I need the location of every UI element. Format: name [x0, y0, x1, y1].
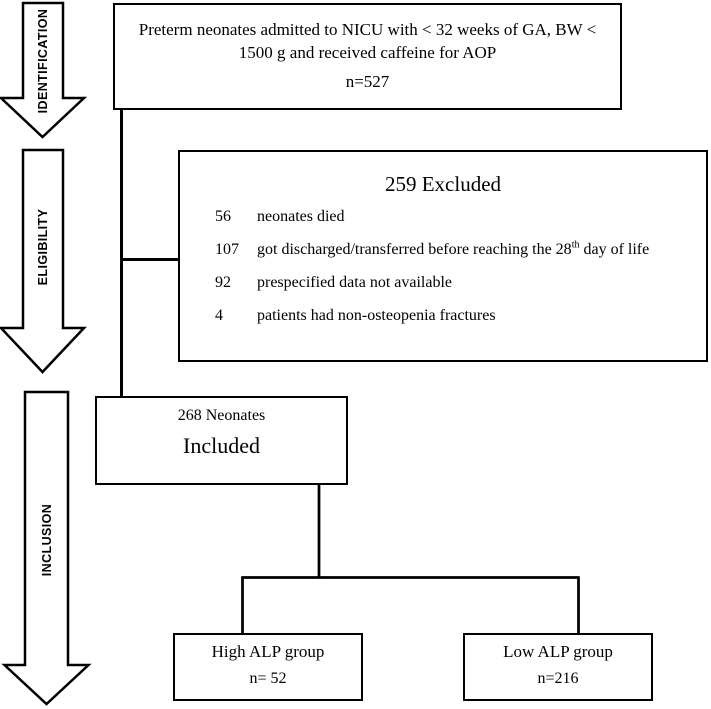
inclusion-stage-arrow-icon — [1, 390, 92, 706]
identification-text-line2: 1500 g and received caffeine for AOP — [238, 43, 497, 62]
excluded-item-text: prespecified data not available — [257, 274, 453, 291]
identification-stage-arrow-icon — [0, 1, 88, 139]
excluded-item-count: 56 — [215, 208, 231, 225]
identification-count: n=527 — [345, 72, 390, 91]
low-alp-group-count: n=216 — [537, 670, 579, 687]
low-alp-group-box: Low ALP group n=216 — [463, 633, 653, 701]
excluded-item-text: neonates died — [257, 208, 345, 225]
included-label: Included — [183, 433, 260, 458]
excluded-item-count: 107 — [215, 241, 239, 258]
excluded-items-list: 56 neonates died 107 got discharged/tran… — [215, 206, 700, 327]
excluded-item-count: 4 — [215, 307, 223, 324]
included-box: 268 Neonates Included — [95, 396, 348, 485]
excluded-title: 259 Excluded — [384, 172, 502, 196]
eligibility-stage-arrow-icon — [0, 148, 87, 374]
high-alp-group-title: High ALP group — [211, 642, 325, 661]
excluded-item-text: patients had non-osteopenia fractures — [257, 307, 496, 324]
included-count-text: 268 Neonates — [177, 407, 266, 424]
excluded-item-count: 92 — [215, 274, 231, 291]
high-alp-group-box: High ALP group n= 52 — [173, 633, 363, 701]
low-alp-group-title: Low ALP group — [503, 642, 613, 661]
excluded-box: 259 Excluded 56 neonates died 107 got di… — [178, 150, 708, 362]
identification-text-line1: Preterm neonates admitted to NICU with <… — [138, 20, 597, 39]
high-alp-group-count: n= 52 — [249, 670, 287, 687]
excluded-item-text: got discharged/transferred before reachi… — [257, 239, 650, 258]
identification-box: Preterm neonates admitted to NICU with <… — [113, 3, 622, 110]
